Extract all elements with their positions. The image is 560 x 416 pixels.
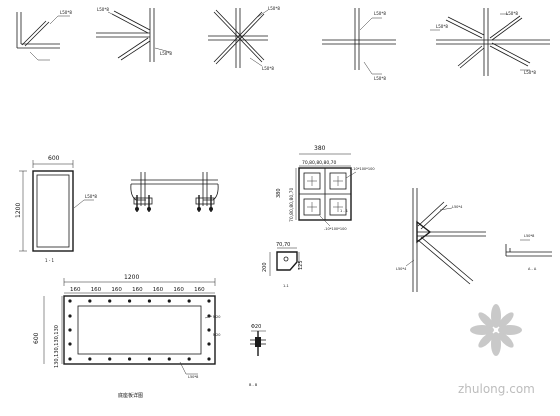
gusset-dim-left: 200 <box>262 262 268 272</box>
base-plate-left-spacing: 130,130,130,130 <box>54 325 60 368</box>
bolt-hole <box>68 299 72 303</box>
plate-note-bottom: -10*100*100 <box>324 227 347 231</box>
gusset-label: 1-1 <box>283 284 289 288</box>
weld-label: L50*8 <box>160 51 172 56</box>
weld-label: L50*8 <box>60 10 72 15</box>
plate-note-right: -10*100*100 <box>352 167 375 171</box>
bolt-hole <box>68 328 72 332</box>
bolt-hole <box>108 299 112 303</box>
weld-label: L50*8 <box>268 6 280 11</box>
bolt-section-label: B - B <box>249 383 258 387</box>
plate-section-label: 1 - 1 <box>340 209 348 213</box>
weld-label: L50*8 <box>506 11 518 16</box>
bolt-hole <box>207 342 211 346</box>
base-plate-label-bottom: L50*8 <box>188 375 198 379</box>
base-plate-spacing-label: 160 <box>194 287 205 293</box>
plate-spacing-left: 70,80,80,80,70 <box>289 188 295 222</box>
node-detail-4: L50*8 L50*8 <box>322 8 396 81</box>
node-detail-1: L50*8 <box>16 10 72 61</box>
plate-spacing-top: 70,80,80,80,70 <box>302 160 336 166</box>
node-detail-3: L50*8 L50*8 <box>208 6 280 71</box>
node-detail-5: L50*8 L50*8 L50*8 <box>430 8 550 76</box>
bolt-hole <box>68 314 72 318</box>
bolt-hole <box>127 299 132 303</box>
connection-label-b: L50*4 <box>396 267 407 271</box>
frame-section-label: 1 - 1 <box>45 258 55 263</box>
bolt-hole <box>167 299 171 303</box>
connection-section-label: A - A <box>528 267 537 271</box>
weld-label: L50*8 <box>436 24 448 29</box>
base-plate-spacings: 160 160 160 160 160 160 160 <box>70 287 205 293</box>
embedded-plate-detail: 380 70,80,80,80,70 380 70,80,80,80,70 -1… <box>276 145 375 231</box>
gusset-plate-detail: 70,70 200 125 1-1 <box>262 242 304 288</box>
gusset-dim-right: 125 <box>298 260 304 270</box>
plate-height-dim: 380 <box>276 188 282 198</box>
bolt-hole <box>88 299 92 303</box>
weld-label: L50*8 <box>262 66 274 71</box>
frame-side-label: L50*8 <box>85 194 97 199</box>
bolt-hole <box>68 357 72 361</box>
base-plate-label-mid: M20 <box>213 333 220 337</box>
base-plate-spacing-label: 160 <box>173 287 184 293</box>
frame-width-dim: 600 <box>48 155 60 162</box>
bolt-hole <box>127 357 132 361</box>
gusset-dim-top: 70,70 <box>276 242 290 248</box>
frame-elevation: 600 1200 L50*8 1 - 1 <box>15 155 97 263</box>
base-plate-spacing-label: 160 <box>132 287 143 293</box>
bolt-hole <box>207 328 211 332</box>
base-plate-height-dim: 600 <box>33 332 40 344</box>
bolt-hole <box>88 357 92 361</box>
bolt-hole <box>147 357 152 361</box>
base-plate-spacing-label: 160 <box>153 287 164 293</box>
weld-label: L50*8 <box>374 11 386 16</box>
base-plate-bolt-holes <box>68 299 211 361</box>
base-plate-plan: 1200 160 160 160 160 160 160 160 600 130,130,1… <box>33 274 220 399</box>
bolt-hole <box>187 357 191 361</box>
weld-label: L50*8 <box>97 7 109 12</box>
plate-width-dim: 380 <box>314 145 326 152</box>
base-plate-spacing-label: 160 <box>111 287 122 293</box>
base-plate-spacing-label: 160 <box>70 287 81 293</box>
anchor-bracket <box>130 172 219 212</box>
bolt-detail: Φ20 B - B <box>249 324 266 387</box>
watermark: zhulong.com <box>458 304 535 396</box>
bolt-dim: Φ20 <box>251 324 261 330</box>
bolt-hole <box>207 357 211 361</box>
bolt-hole <box>108 357 112 361</box>
bolt-hole <box>167 357 171 361</box>
bolt-hole <box>68 342 72 346</box>
connection-label-c: L50*8 <box>524 234 534 238</box>
bolt-hole <box>147 299 152 303</box>
base-plate-total-width: 1200 <box>124 274 139 281</box>
bolt-hole <box>187 299 191 303</box>
node-detail-2: L50*8 L50*8 <box>96 7 172 62</box>
weld-label: L50*8 <box>374 76 386 81</box>
watermark-logo <box>470 304 522 356</box>
watermark-text: zhulong.com <box>458 382 535 396</box>
frame-height-dim: 1200 <box>15 203 22 218</box>
base-plate-label-top: M20 <box>213 315 220 319</box>
connection-node: L50*4 L50*4 L50*8 A - A <box>396 188 552 292</box>
base-plate-title: 底座板详图 <box>118 392 143 399</box>
weld-label: L50*8 <box>524 70 536 75</box>
connection-label-a: L50*4 <box>452 205 463 209</box>
base-plate-spacing-label: 160 <box>91 287 102 293</box>
bolt-hole <box>207 299 211 303</box>
